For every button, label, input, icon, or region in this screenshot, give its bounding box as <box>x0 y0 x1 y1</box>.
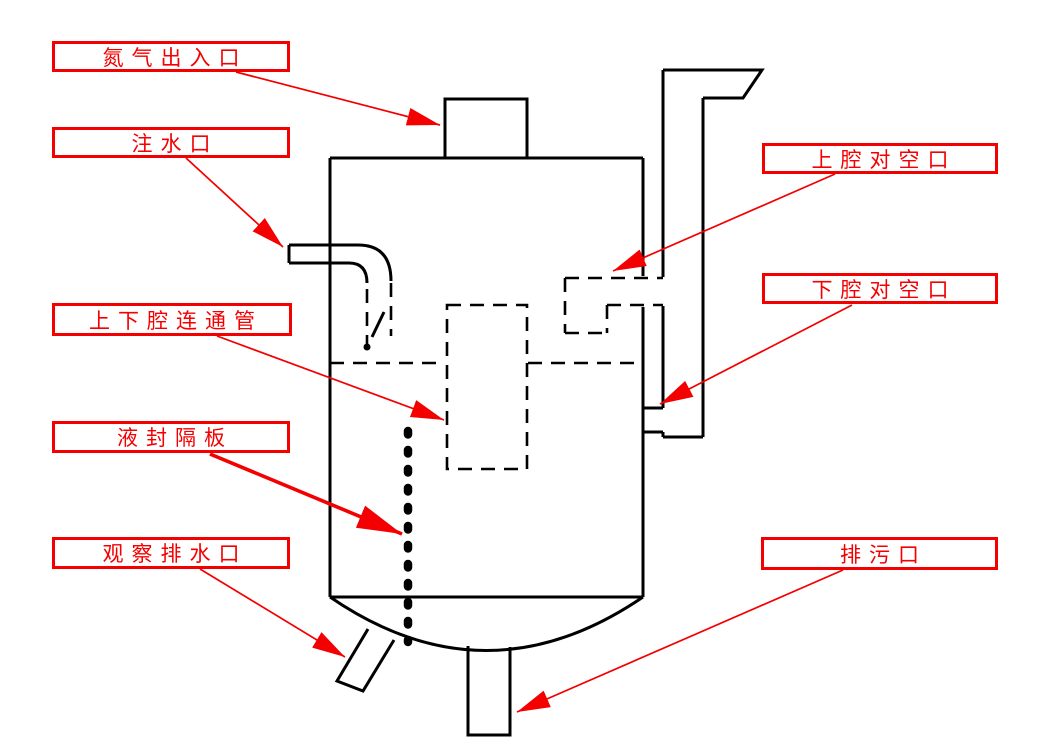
water-inlet-break-mark <box>370 311 386 338</box>
water-inlet-outer <box>289 243 393 282</box>
leader-connecting-pipe <box>216 335 445 421</box>
vent-pipe-spout <box>663 68 765 100</box>
leader-seal-baffle <box>209 452 403 536</box>
label-connecting-pipe: 上下腔连通管 <box>52 303 292 336</box>
leader-lines <box>185 71 853 713</box>
label-water-inlet: 注水口 <box>52 127 290 158</box>
tank-vessel <box>287 68 765 737</box>
tank-dished-bottom <box>329 595 644 652</box>
water-inlet-end-dot <box>363 343 371 351</box>
leader-blowdown <box>516 569 844 713</box>
leader-observe-drain <box>199 568 346 658</box>
label-observe-drain: 观察排水口 <box>52 537 290 569</box>
blowdown-nozzle <box>466 646 512 737</box>
label-upper-vent: 上腔对空口 <box>762 143 998 174</box>
hidden-internals <box>330 276 663 471</box>
connecting-pipe-outline <box>445 303 529 471</box>
label-seal-baffle: 液封隔板 <box>52 421 290 453</box>
label-nitrogen-port: 氮气出入口 <box>52 41 290 72</box>
water-inlet-inner <box>289 261 369 284</box>
lower-vent-stub <box>643 406 663 434</box>
leader-lower-vent <box>659 304 853 405</box>
label-blowdown: 排污口 <box>761 537 998 570</box>
label-lower-vent: 下腔对空口 <box>762 273 998 304</box>
leader-upper-vent <box>612 173 836 272</box>
leader-nitrogen-port <box>235 71 441 126</box>
leader-water-inlet <box>185 157 284 248</box>
nitrogen-nozzle <box>443 97 529 158</box>
observe-drain-nozzle <box>334 628 396 693</box>
upper-vent-box <box>563 278 609 335</box>
